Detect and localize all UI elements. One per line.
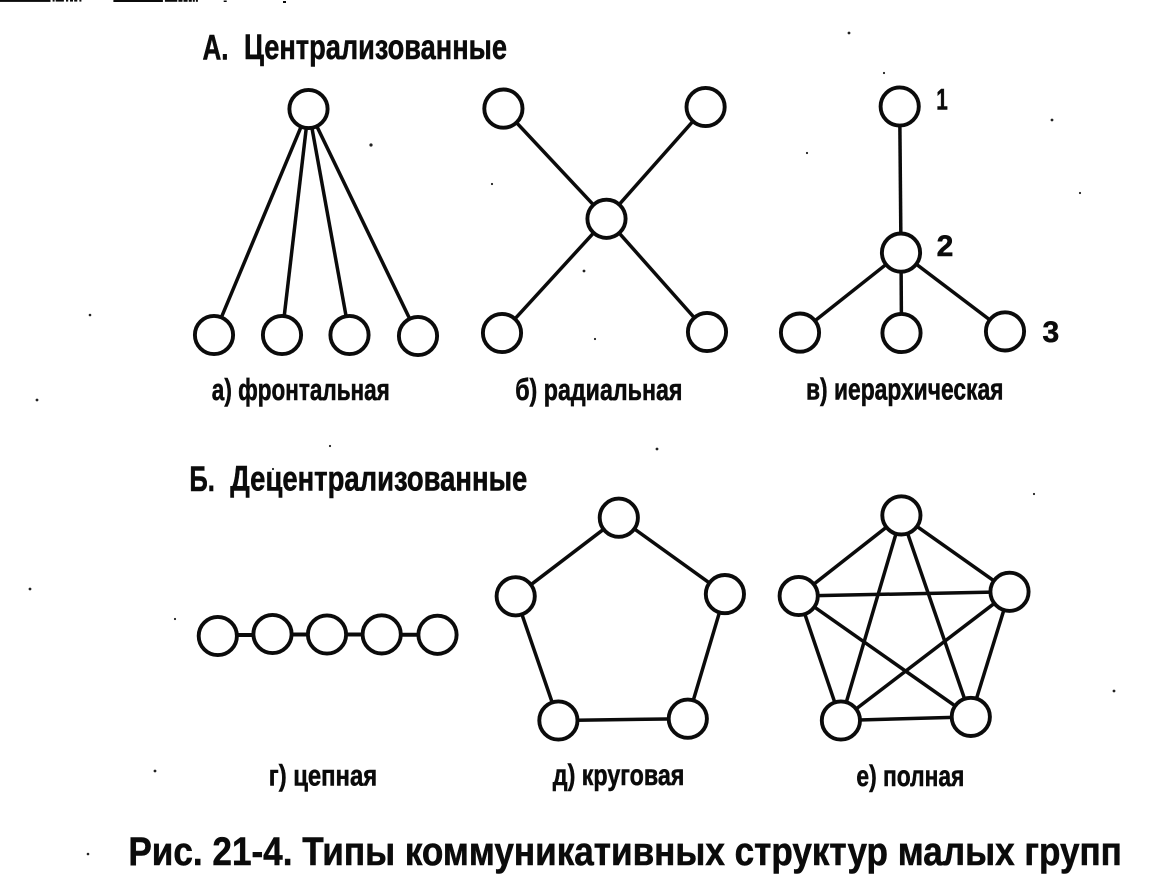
- svg-text:1: 1: [936, 84, 948, 117]
- svg-text:Б.: Б.: [189, 460, 215, 499]
- svg-text:Децентрализованные: Децентрализованные: [230, 460, 527, 499]
- svg-text:2: 2: [937, 230, 954, 263]
- svg-text:д) круговая: д) круговая: [553, 759, 685, 792]
- svg-text:б) радиальная: б) радиальная: [515, 373, 682, 407]
- svg-text:Рис. 21-4. Типы коммуникативны: Рис. 21-4. Типы коммуникативных структур…: [128, 830, 1122, 874]
- svg-text:г) цепная: г) цепная: [269, 760, 377, 793]
- svg-text:е) полная: е) полная: [856, 760, 964, 793]
- svg-text:а) фронтальная: а) фронтальная: [212, 373, 390, 407]
- svg-text:3: 3: [1043, 316, 1060, 349]
- svg-text:А.: А.: [203, 28, 229, 67]
- svg-text:Централизованные: Централизованные: [244, 28, 507, 67]
- svg-text:в) иерархическая: в) иерархическая: [806, 373, 1004, 407]
